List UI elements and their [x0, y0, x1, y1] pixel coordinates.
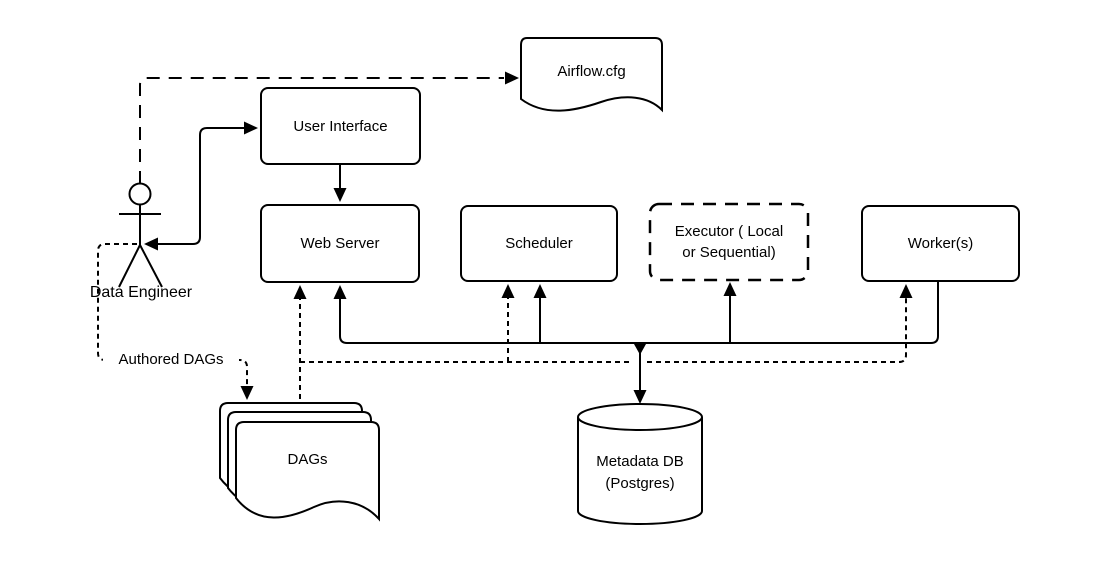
node-executor-label-line1: Executor ( Local	[674, 223, 784, 240]
node-airflow-cfg-label: Airflow.cfg	[557, 63, 626, 80]
arrowheads	[144, 71, 913, 404]
edge-engineer-to-dags	[97, 243, 248, 386]
actor-data-engineer-label: Data Engineer	[89, 284, 193, 301]
node-dags-label: DAGs	[287, 451, 328, 468]
metadata-db-top	[577, 403, 703, 431]
arrow-into-engineer	[144, 237, 158, 251]
arrow-into-scheduler-dashed	[501, 284, 515, 298]
node-scheduler: Scheduler	[460, 205, 618, 282]
node-metadata-db-label-line1: Metadata DB	[596, 453, 684, 470]
node-workers: Worker(s)	[861, 205, 1020, 282]
arrow-into-cfg	[505, 71, 519, 85]
arrow-into-webserver-dashed	[293, 285, 307, 299]
edge-dags-bus	[300, 298, 907, 363]
arrow-into-ui	[244, 121, 258, 135]
actor-head	[128, 182, 152, 206]
dags-sheet-front	[235, 421, 380, 522]
node-metadata-db-label-line2: (Postgres)	[605, 475, 675, 492]
edge-junction-flare	[634, 344, 646, 353]
edge-solid-bus	[339, 282, 939, 390]
airflow-cfg-shape	[520, 37, 663, 113]
node-executor-label-line2: or Sequential)	[682, 244, 776, 261]
arrow-into-dags	[240, 386, 254, 400]
arrow-into-executor	[723, 282, 737, 296]
data-engineer-figure	[118, 182, 163, 288]
metadata-db-body	[577, 417, 703, 525]
node-scheduler-label: Scheduler	[505, 235, 573, 252]
arrow-into-webserver-solid	[333, 285, 347, 299]
node-web-server-label: Web Server	[300, 235, 380, 252]
node-user-interface-label: User Interface	[293, 117, 388, 135]
arrow-into-webserver-top	[333, 188, 347, 202]
node-web-server: Web Server	[260, 204, 420, 283]
node-metadata-db-label: Metadata DB (Postgres)	[578, 451, 702, 495]
edge-engineer-ui	[158, 127, 244, 245]
executor-box	[648, 202, 810, 282]
actor-legs	[118, 244, 163, 288]
edge-engineer-to-cfg	[139, 77, 504, 184]
arrow-into-scheduler-solid	[533, 284, 547, 298]
node-executor: Executor ( Local or Sequential)	[650, 204, 808, 280]
arrow-into-metadatadb	[633, 390, 647, 404]
node-workers-label: Worker(s)	[907, 235, 974, 252]
arrow-into-workers	[899, 284, 913, 298]
node-user-interface: User Interface	[260, 87, 421, 165]
edge-label-authored-dags: Authored DAGs	[103, 350, 239, 370]
